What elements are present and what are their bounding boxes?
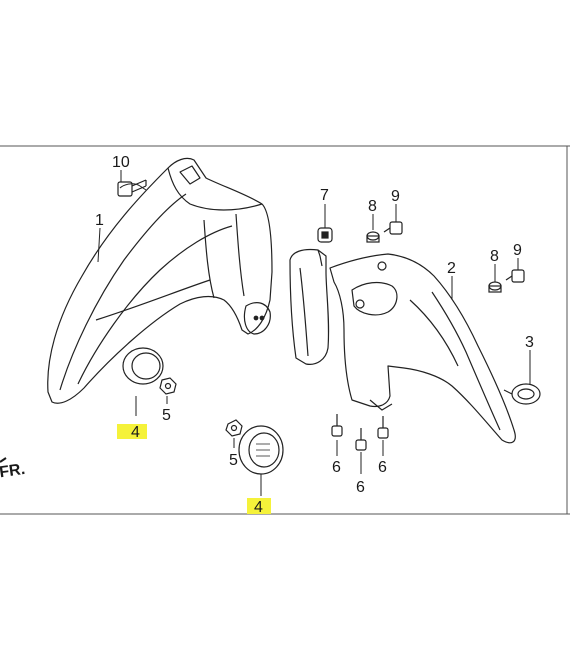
highlight-4-right <box>247 498 271 514</box>
bolt-part-6a <box>331 414 343 437</box>
screw-part-9a <box>383 221 403 235</box>
callout-9-upper: 9 <box>391 188 400 205</box>
callout-7: 7 <box>320 187 329 204</box>
callout-10: 10 <box>112 154 130 171</box>
highlight-4-left <box>117 424 147 439</box>
collar-part-8b <box>488 281 502 293</box>
front-fender-part-1 <box>47 157 273 404</box>
plug-part-3 <box>503 383 541 405</box>
screw-part-9b <box>505 269 525 283</box>
callout-5-right: 5 <box>229 452 238 469</box>
callout-4-left: 4 <box>131 424 140 441</box>
cap-part-4a <box>122 347 164 385</box>
callout-9-right: 9 <box>513 242 522 259</box>
callout-8-right: 8 <box>490 248 499 265</box>
clip-part-7 <box>317 227 333 243</box>
callout-3: 3 <box>525 334 534 351</box>
callout-4-right: 4 <box>254 499 263 516</box>
leader-lines <box>97 170 531 496</box>
bolt-part-6b <box>355 428 367 451</box>
callout-8-upper: 8 <box>368 198 377 215</box>
callout-2: 2 <box>447 260 456 277</box>
direction-label: FR. <box>0 461 26 481</box>
collar-part-8a <box>366 231 380 243</box>
nut-part-5b <box>225 419 243 437</box>
callout-5-left: 5 <box>162 407 171 424</box>
direction-arrow <box>0 457 7 463</box>
callout-1: 1 <box>95 212 104 229</box>
bolt-part-6c <box>377 416 389 439</box>
bolt-part-10 <box>117 179 147 197</box>
nut-part-5a <box>159 377 177 395</box>
callout-6-middle: 6 <box>356 479 365 496</box>
cap-part-4b <box>238 425 284 475</box>
callout-6-right: 6 <box>378 459 387 476</box>
rear-fender-part-2 <box>289 248 516 444</box>
callout-6-left: 6 <box>332 459 341 476</box>
